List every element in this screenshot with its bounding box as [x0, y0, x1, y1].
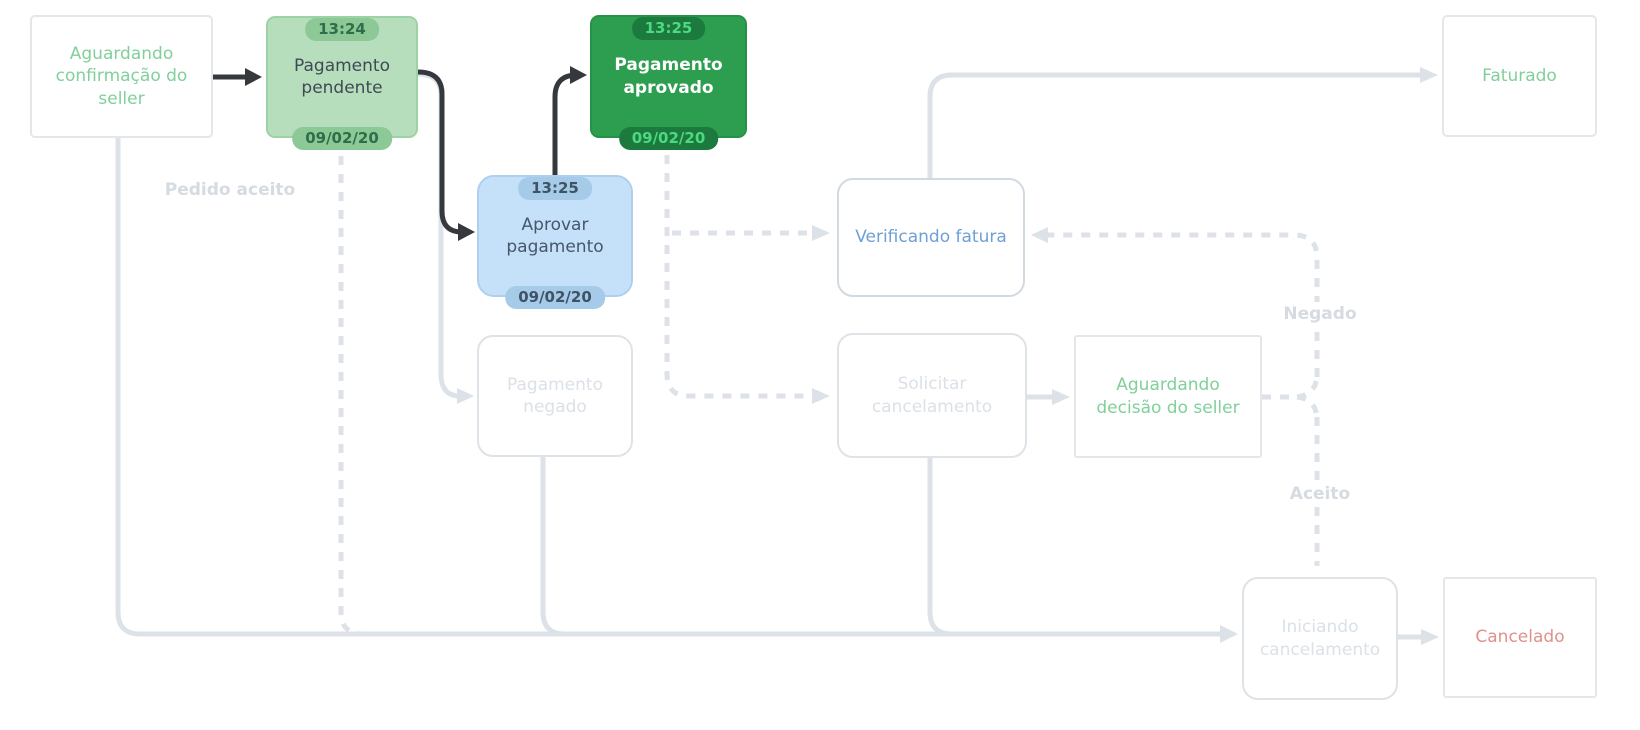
date-badge: 09/02/20: [618, 127, 719, 150]
node-faturado: Faturado: [1442, 15, 1597, 137]
node-label: Pagamento negado: [507, 374, 603, 417]
date-badge: 09/02/20: [292, 127, 392, 150]
time-badge: 13:25: [631, 17, 706, 40]
node-label: Aguardando decisão do seller: [1096, 375, 1240, 418]
node-label: Cancelado: [1475, 627, 1565, 648]
node-label: Solicitar cancelamento: [871, 374, 993, 417]
node-pagamento-negado: Pagamento negado: [477, 335, 633, 457]
node-iniciando-cancelamento: Iniciando cancelamento: [1242, 577, 1398, 700]
edge-label-aceito: Aceito: [1283, 482, 1357, 506]
node-label: Aprovar pagamento: [506, 214, 604, 257]
node-verificando-fatura: Verificando fatura: [837, 178, 1025, 297]
node-aguardando-decisao-seller: Aguardando decisão do seller: [1074, 335, 1262, 458]
node-cancelado: Cancelado: [1443, 577, 1597, 698]
node-label: Pagamento aprovado: [614, 55, 723, 98]
time-badge: 13:25: [518, 177, 592, 200]
node-pagamento-pendente: 13:24 Pagamento pendente 09/02/20: [266, 16, 418, 150]
node-aprovar-pagamento: 13:25 Aprovar pagamento 09/02/20: [477, 175, 633, 309]
node-label: Pagamento pendente: [294, 55, 390, 98]
node-aguardando-confirmacao-seller: Aguardando confirmação do seller: [30, 15, 213, 138]
black-arrowhead-icons: [245, 66, 587, 241]
node-label: Faturado: [1482, 65, 1557, 86]
date-badge: 09/02/20: [505, 286, 605, 309]
time-badge: 13:24: [305, 18, 379, 41]
node-pagamento-aprovado: 13:25 Pagamento aprovado 09/02/20: [590, 15, 747, 150]
node-label: Aguardando confirmação do seller: [55, 43, 188, 109]
edge-label-pedido-aceito: Pedido aceito: [164, 180, 296, 200]
edge-label-negado: Negado: [1277, 302, 1363, 326]
node-label: Iniciando cancelamento: [1259, 617, 1381, 660]
node-label: Verificando fatura: [855, 227, 1007, 248]
node-solicitar-cancelamento: Solicitar cancelamento: [837, 333, 1027, 458]
gray-arrowhead-icons: [457, 67, 1439, 645]
